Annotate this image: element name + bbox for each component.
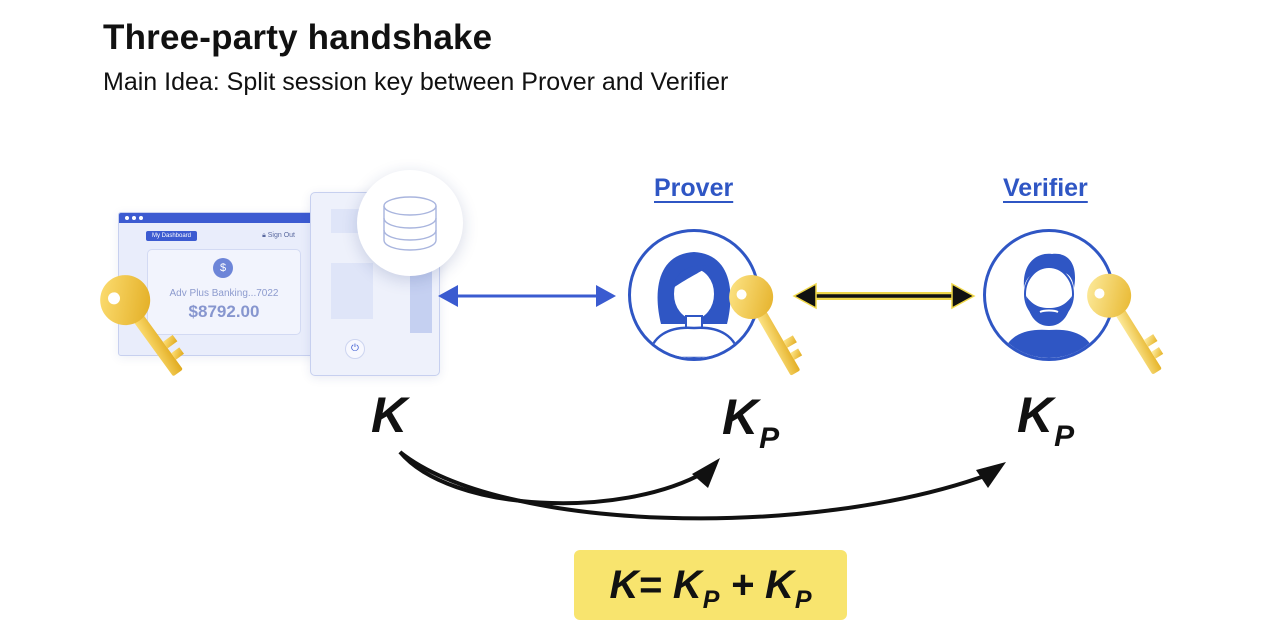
slide-subtitle: Main Idea: Split session key between Pro… [103,68,729,96]
prover-label: Prover [654,174,734,202]
prover-key-k: K [722,389,759,445]
panel-block [410,257,432,333]
window-title-bar [119,213,319,223]
sign-out-link: 🔒︎ Sign Out [262,232,295,240]
panel-block [331,263,373,319]
power-icon: ⏻ [345,339,365,359]
formula-expression: K= KP + KP [609,563,811,613]
formula-plus: + [719,563,765,607]
dashboard-pill: My Dashboard [146,231,198,241]
account-balance: $8792.00 [188,302,260,321]
key-split-arrows [398,450,1006,521]
woman-avatar-icon [647,252,741,358]
prover-key-label: KP [722,389,779,454]
server-prover-arrow [438,285,616,307]
lock-icon: 🔒︎ [262,232,266,239]
key-icon [1087,273,1164,374]
window-dot [139,216,143,220]
database-badge [357,170,463,276]
window-dot [125,216,129,220]
sign-out-label: Sign Out [267,232,295,239]
verifier-label: Verifier [1003,174,1088,202]
formula-k1-subscript: P [702,586,720,614]
verifier-key-k: K [1017,387,1054,443]
formula-k: K [609,563,639,607]
formula-k2-subscript: P [794,586,812,614]
verifier-key-subscript: P [1054,420,1075,453]
dollar-coin-icon: $ [213,258,233,278]
server-key-label: K [371,387,408,443]
key-icon [729,275,803,376]
prover-key-subscript: P [759,422,780,455]
formula-k2: K [764,563,794,607]
key-split-formula: K= KP + KP [574,550,847,620]
account-name: Adv Plus Banking...7022 [169,288,279,299]
prover-verifier-arrow [792,282,976,310]
bearded-man-avatar-icon [1002,253,1096,358]
formula-equals: = [638,563,673,607]
slide-title: Three-party handshake [103,18,493,57]
verifier-key-label: KP [1017,387,1074,452]
formula-k1: K [672,563,702,607]
database-icon [383,196,437,251]
key-icon [100,275,184,376]
window-dot [132,216,136,220]
